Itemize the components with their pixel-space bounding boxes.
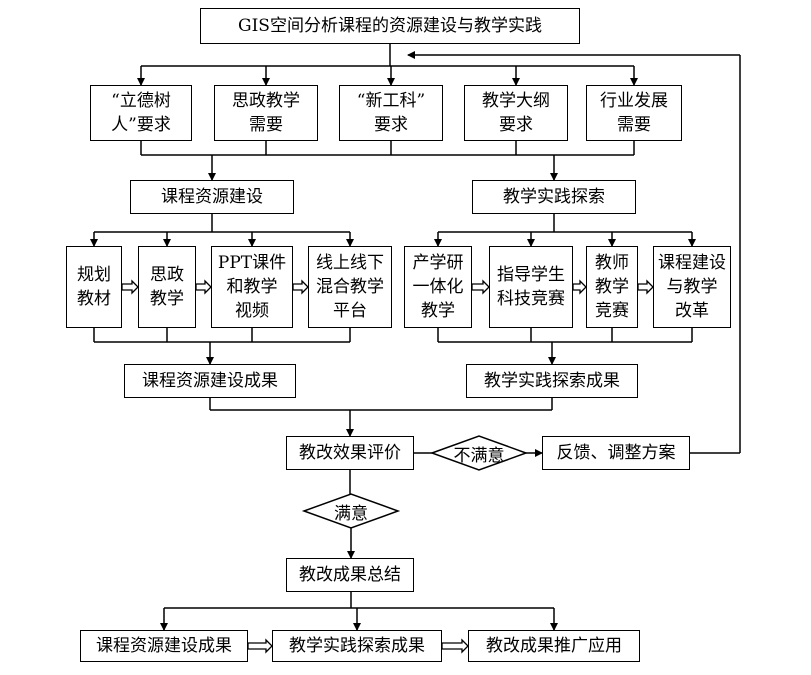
- left-step-box: 思政 教学: [138, 246, 196, 328]
- right-step-box: 产学研 一体化 教学: [404, 246, 472, 328]
- teaching-practice-heading: 教学实践探索: [472, 180, 636, 214]
- evaluation-box: 教改效果评价: [286, 436, 414, 470]
- step-hollow-arrow: [471, 279, 490, 295]
- step-hollow-arrow: [637, 279, 654, 295]
- satisfied-diamond: [301, 493, 401, 529]
- left-step-box: PPT课件 和教学 视频: [211, 246, 293, 328]
- feedback-box: 反馈、调整方案: [542, 436, 690, 470]
- step-hollow-arrow: [121, 279, 139, 295]
- satisfied-label: 满意: [334, 503, 368, 524]
- requirement-box: “新工科” 要求: [339, 85, 443, 141]
- left-step-box: 规划 教材: [66, 246, 122, 328]
- outcome-box: 课程资源建设成果: [80, 630, 248, 662]
- course-resource-heading: 课程资源建设: [130, 180, 294, 214]
- outcome-hollow-arrow: [441, 638, 469, 654]
- course-resource-result: 课程资源建设成果: [124, 364, 296, 398]
- requirement-box: “立德树 人”要求: [90, 85, 192, 141]
- right-step-box: 指导学生 科技竞赛: [489, 246, 573, 328]
- outcome-box: 教改成果推广应用: [468, 630, 640, 662]
- step-hollow-arrow: [195, 279, 212, 295]
- unsatisfied-label: 不满意: [453, 445, 505, 466]
- step-hollow-arrow: [572, 279, 587, 295]
- title-box: GIS空间分析课程的资源建设与教学实践: [200, 8, 580, 44]
- outcome-hollow-arrow: [247, 638, 273, 654]
- right-step-box: 教师 教学 竞赛: [586, 246, 638, 328]
- left-step-box: 线上线下 混合教学 平台: [308, 246, 392, 328]
- outcome-box: 教学实践探索成果: [272, 630, 442, 662]
- requirement-box: 思政教学 需要: [214, 85, 318, 141]
- right-step-box: 课程建设 与教学 改革: [653, 246, 731, 328]
- summary-box: 教改成果总结: [286, 558, 414, 592]
- teaching-practice-result: 教学实践探索成果: [466, 364, 638, 398]
- requirement-box: 教学大纲 要求: [464, 85, 568, 141]
- step-hollow-arrow: [292, 279, 309, 295]
- requirement-box: 行业发展 需要: [586, 85, 682, 141]
